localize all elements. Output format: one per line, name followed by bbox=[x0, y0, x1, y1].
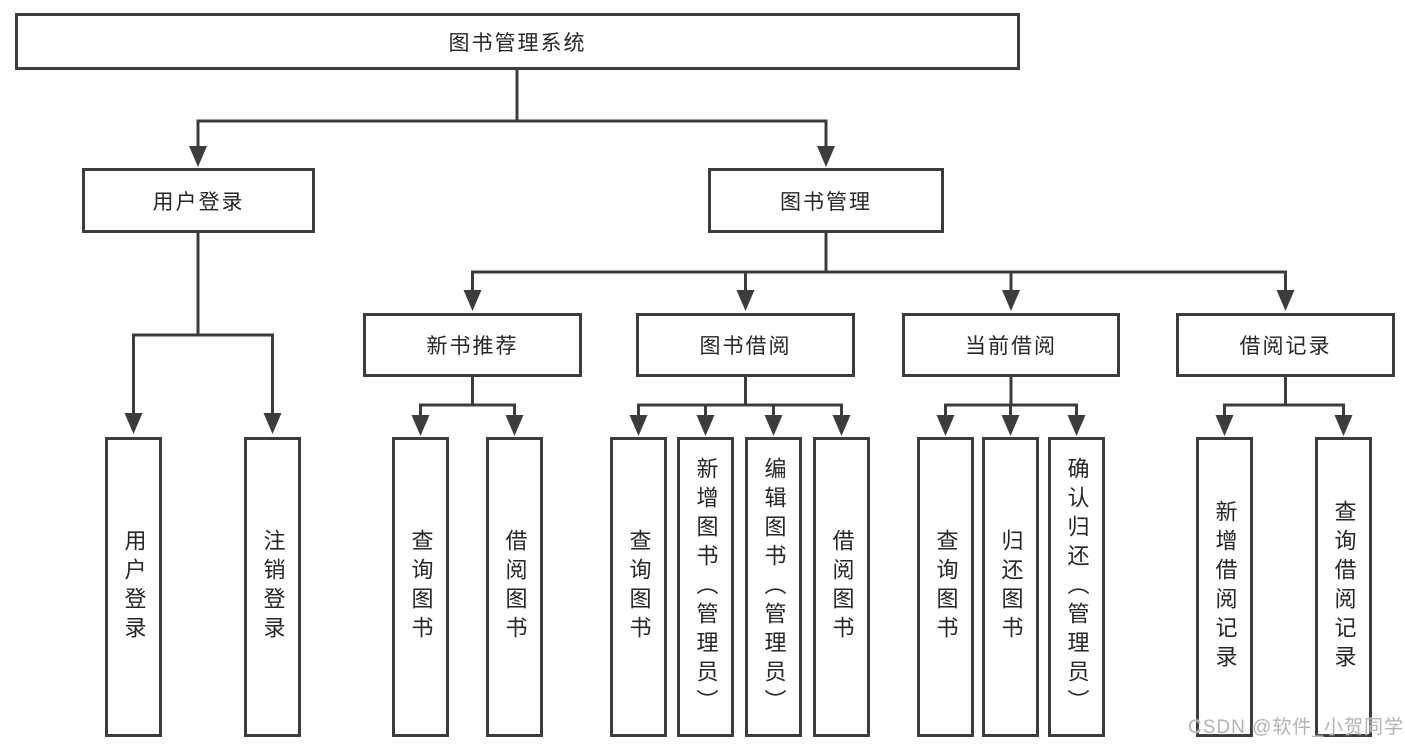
leaf-add-books-admin: 新增图书（管理员） bbox=[677, 437, 734, 737]
arrow-down-icon bbox=[817, 146, 835, 167]
connector-s4-split bbox=[1223, 403, 1345, 418]
arrow-down-icon bbox=[696, 415, 715, 436]
leaf-logout: 注销登录 bbox=[244, 437, 301, 737]
arrow-down-icon bbox=[124, 413, 143, 434]
arrow-down-icon bbox=[1215, 415, 1234, 436]
node-user-login-branch: 用户登录 bbox=[82, 168, 315, 233]
arrow-down-icon bbox=[505, 415, 524, 436]
arrow-down-icon bbox=[463, 290, 482, 311]
node-label: 图书借阅 bbox=[699, 335, 792, 358]
node-library-management-system: 图书管理系统 bbox=[15, 13, 1020, 70]
leaf-label: 编辑图书（管理员） bbox=[761, 456, 787, 718]
node-label: 图书管理系统 bbox=[448, 31, 587, 55]
leaf-query-borrow-record: 查询借阅记录 bbox=[1315, 437, 1372, 737]
leaf-label: 查询图书 bbox=[408, 529, 434, 645]
leaf-edit-books-admin: 编辑图书（管理员） bbox=[745, 437, 802, 737]
leaf-label: 用户登录 bbox=[121, 529, 147, 645]
node-book-borrowing: 图书借阅 bbox=[636, 313, 855, 377]
leaf-label: 借阅图书 bbox=[829, 529, 855, 645]
arrow-down-icon bbox=[263, 413, 282, 434]
connector-user-split bbox=[132, 333, 274, 416]
arrow-down-icon bbox=[1334, 415, 1353, 436]
leaf-label: 借阅图书 bbox=[502, 529, 528, 645]
csdn-watermark: CSDN @软件_小贺同学 bbox=[1188, 717, 1404, 738]
node-label: 图书管理 bbox=[780, 190, 872, 214]
node-label: 当前借阅 bbox=[965, 335, 1057, 358]
leaf-label: 查询借阅记录 bbox=[1331, 500, 1357, 674]
connector-s2-split bbox=[637, 403, 843, 418]
leaf-label: 注销登录 bbox=[260, 529, 286, 645]
leaf-label: 确认归还（管理员） bbox=[1064, 456, 1090, 718]
leaf-query-books-borrowing: 查询图书 bbox=[610, 437, 667, 737]
arrow-down-icon bbox=[1002, 290, 1020, 311]
arrow-down-icon bbox=[936, 415, 955, 436]
arrow-down-icon bbox=[736, 290, 755, 311]
arrow-down-icon bbox=[1001, 415, 1020, 436]
leaf-borrow-books-borrowing: 借阅图书 bbox=[813, 437, 870, 737]
leaf-label: 归还图书 bbox=[998, 529, 1024, 645]
node-current-borrowing: 当前借阅 bbox=[902, 313, 1120, 377]
leaf-user-login: 用户登录 bbox=[105, 437, 162, 737]
connector-s1-split bbox=[419, 403, 516, 418]
leaf-confirm-return-admin: 确认归还（管理员） bbox=[1048, 437, 1105, 737]
node-new-book-recommend: 新书推荐 bbox=[363, 313, 582, 377]
leaf-label: 新增图书（管理员） bbox=[693, 456, 719, 718]
connector-book-split bbox=[471, 270, 1287, 294]
arrow-down-icon bbox=[1276, 290, 1295, 311]
leaf-query-books-current: 查询图书 bbox=[917, 437, 974, 737]
leaf-label: 查询图书 bbox=[626, 529, 652, 645]
node-label: 用户登录 bbox=[152, 190, 245, 214]
connector-s3-split bbox=[944, 403, 1078, 418]
leaf-label: 查询图书 bbox=[933, 529, 959, 645]
arrow-down-icon bbox=[189, 146, 207, 167]
arrow-down-icon bbox=[629, 415, 648, 436]
arrow-down-icon bbox=[764, 415, 783, 436]
node-book-management-branch: 图书管理 bbox=[708, 168, 944, 233]
arrow-down-icon bbox=[832, 415, 851, 436]
arrow-down-icon bbox=[1067, 415, 1086, 436]
node-label: 借阅记录 bbox=[1239, 335, 1332, 358]
leaf-label: 新增借阅记录 bbox=[1212, 500, 1238, 674]
leaf-add-borrow-record: 新增借阅记录 bbox=[1196, 437, 1253, 737]
leaf-query-books-recommend: 查询图书 bbox=[392, 437, 449, 737]
leaf-return-books: 归还图书 bbox=[982, 437, 1039, 737]
arrow-down-icon bbox=[411, 415, 430, 436]
node-label: 新书推荐 bbox=[426, 335, 519, 358]
leaf-borrow-books-recommend: 借阅图书 bbox=[486, 437, 543, 737]
connector-root-split bbox=[196, 119, 828, 148]
node-borrowing-records: 借阅记录 bbox=[1176, 313, 1395, 377]
